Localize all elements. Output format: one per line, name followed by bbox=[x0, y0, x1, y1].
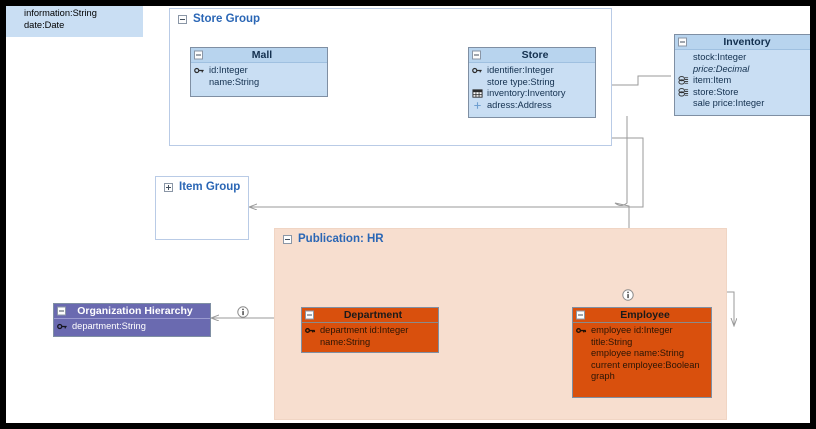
class-attributes: employee id:Integer title:String employe… bbox=[573, 323, 711, 386]
attribute-row: information:String bbox=[6, 6, 143, 20]
class-title-bar: Store bbox=[469, 48, 595, 63]
attribute-label: identifier:Integer bbox=[487, 65, 554, 75]
class-attributes: department id:Integer name:String bbox=[302, 323, 438, 352]
attribute-row: item:Item bbox=[675, 75, 810, 87]
attribute-label: inventory:Inventory bbox=[487, 88, 566, 99]
attribute-row: adress:Address bbox=[469, 100, 595, 112]
group-item-group-header: Item Group bbox=[164, 181, 240, 193]
attribute-label: employee id:Integer bbox=[591, 325, 673, 335]
attribute-label: information:String bbox=[24, 8, 97, 18]
class-attributes: stock:Integer price:Decimal item:Item st… bbox=[675, 50, 810, 113]
group-store-group-header: Store Group bbox=[178, 13, 260, 25]
key-icon bbox=[194, 65, 205, 76]
collapse-minus-icon[interactable] bbox=[305, 310, 314, 320]
collapse-minus-icon[interactable] bbox=[194, 50, 203, 60]
class-box-employee[interactable]: Employee employee id:Integer title:Strin… bbox=[572, 307, 712, 398]
info-badge bbox=[622, 289, 634, 301]
group-item-group[interactable]: Item Group bbox=[155, 176, 249, 240]
attribute-row: store type:String bbox=[469, 77, 595, 89]
group-publication-hr-header: Publication: HR bbox=[283, 233, 384, 245]
collapse-minus-icon[interactable] bbox=[283, 234, 292, 244]
attribute-label: id:Integer bbox=[209, 65, 248, 75]
attribute-label: store type:String bbox=[487, 76, 555, 87]
class-attributes: identifier:Integer store type:String inv… bbox=[469, 63, 595, 115]
expand-plus-icon[interactable] bbox=[164, 182, 173, 192]
collapse-minus-icon[interactable] bbox=[472, 50, 481, 60]
class-name: Employee bbox=[620, 309, 670, 321]
wire-inventory-to-employee bbox=[614, 116, 629, 311]
diagram-stage: Store Group Item Group Publication: HR i… bbox=[6, 6, 810, 423]
detached-attribute-panel[interactable]: information:String date:Date bbox=[6, 6, 143, 37]
attribute-label: employee name:String bbox=[591, 348, 685, 359]
class-name: Store bbox=[521, 49, 549, 61]
class-title-bar: Mall bbox=[191, 48, 327, 63]
class-title-bar: Inventory bbox=[675, 35, 810, 50]
attribute-label: date:Date bbox=[24, 19, 65, 30]
class-name: Organization Hierarchy bbox=[77, 305, 193, 317]
attribute-row: department id:Integer bbox=[302, 325, 438, 337]
collapse-minus-icon[interactable] bbox=[178, 14, 187, 24]
class-attributes: department:String bbox=[54, 319, 210, 336]
attribute-label: store:Store bbox=[693, 86, 739, 97]
collapse-minus-icon[interactable] bbox=[678, 37, 687, 47]
attribute-label: price:Decimal bbox=[693, 63, 750, 74]
relation-icon bbox=[678, 75, 689, 86]
collapse-minus-icon[interactable] bbox=[576, 310, 585, 320]
class-title-bar: Employee bbox=[573, 308, 711, 323]
class-name: Mall bbox=[251, 49, 273, 61]
attribute-row: title:String bbox=[573, 337, 711, 349]
class-name: Inventory bbox=[723, 36, 771, 48]
class-box-store[interactable]: Store identifier:Integer store type:Stri… bbox=[468, 47, 596, 118]
attribute-row: stock:Integer bbox=[675, 52, 810, 64]
attribute-label: adress:Address bbox=[487, 99, 552, 110]
attribute-row: inventory:Inventory bbox=[469, 88, 595, 100]
attribute-label: department id:Integer bbox=[320, 325, 409, 335]
attribute-label: department:String bbox=[72, 321, 146, 331]
attribute-label: name:String bbox=[320, 336, 371, 347]
attribute-row: current employee:Boolean bbox=[573, 360, 711, 372]
attribute-label: title:String bbox=[591, 336, 633, 347]
relation-icon bbox=[678, 87, 689, 98]
attribute-row: date:Date bbox=[6, 20, 143, 32]
table-icon bbox=[472, 88, 483, 99]
attribute-row: id:Integer bbox=[191, 65, 327, 77]
attribute-label: current employee:Boolean bbox=[591, 359, 700, 370]
key-icon bbox=[57, 321, 68, 332]
wire-inventory-to-store bbox=[596, 75, 671, 85]
attribute-row: department:String bbox=[54, 321, 210, 333]
badge-layer bbox=[237, 289, 634, 318]
attribute-row: employee id:Integer bbox=[573, 325, 711, 337]
attribute-row: name:String bbox=[302, 337, 438, 349]
class-name: Department bbox=[343, 309, 403, 321]
attribute-label: stock:Integer bbox=[693, 52, 747, 62]
attribute-row: store:Store bbox=[675, 86, 810, 99]
class-box-mall[interactable]: Mall id:Integer name:String bbox=[190, 47, 328, 97]
class-title-bar: Department bbox=[302, 308, 438, 323]
attribute-label: sale price:Integer bbox=[693, 98, 765, 109]
class-box-organization-hierarchy[interactable]: Organization Hierarchy department:String bbox=[53, 303, 211, 337]
plus-small-icon bbox=[472, 100, 483, 111]
attribute-row: price:Decimal bbox=[675, 63, 810, 76]
class-box-inventory[interactable]: Inventory stock:Integer price:Decimal it… bbox=[674, 34, 810, 116]
info-badge bbox=[237, 306, 249, 318]
key-icon bbox=[472, 65, 483, 76]
attribute-row: sale price:Integer bbox=[675, 98, 810, 110]
group-store-group-label: Store Group bbox=[193, 13, 261, 25]
class-box-department[interactable]: Department department id:Integer name:St… bbox=[301, 307, 439, 353]
key-icon bbox=[576, 325, 587, 336]
attribute-row: employee name:String bbox=[573, 348, 711, 360]
class-attributes: id:Integer name:String bbox=[191, 63, 327, 92]
group-item-group-label: Item Group bbox=[179, 181, 241, 193]
attribute-label: name:String bbox=[209, 76, 260, 87]
attribute-row: name:String bbox=[191, 77, 327, 89]
attribute-label: item:Item bbox=[693, 75, 732, 86]
attribute-row: identifier:Integer bbox=[469, 65, 595, 77]
attribute-label: graph bbox=[591, 371, 615, 382]
class-title-bar: Organization Hierarchy bbox=[54, 304, 210, 319]
group-publication-hr-label: Publication: HR bbox=[298, 233, 384, 245]
collapse-minus-icon[interactable] bbox=[57, 306, 66, 316]
key-icon bbox=[305, 325, 316, 336]
attribute-row: graph bbox=[573, 371, 711, 383]
